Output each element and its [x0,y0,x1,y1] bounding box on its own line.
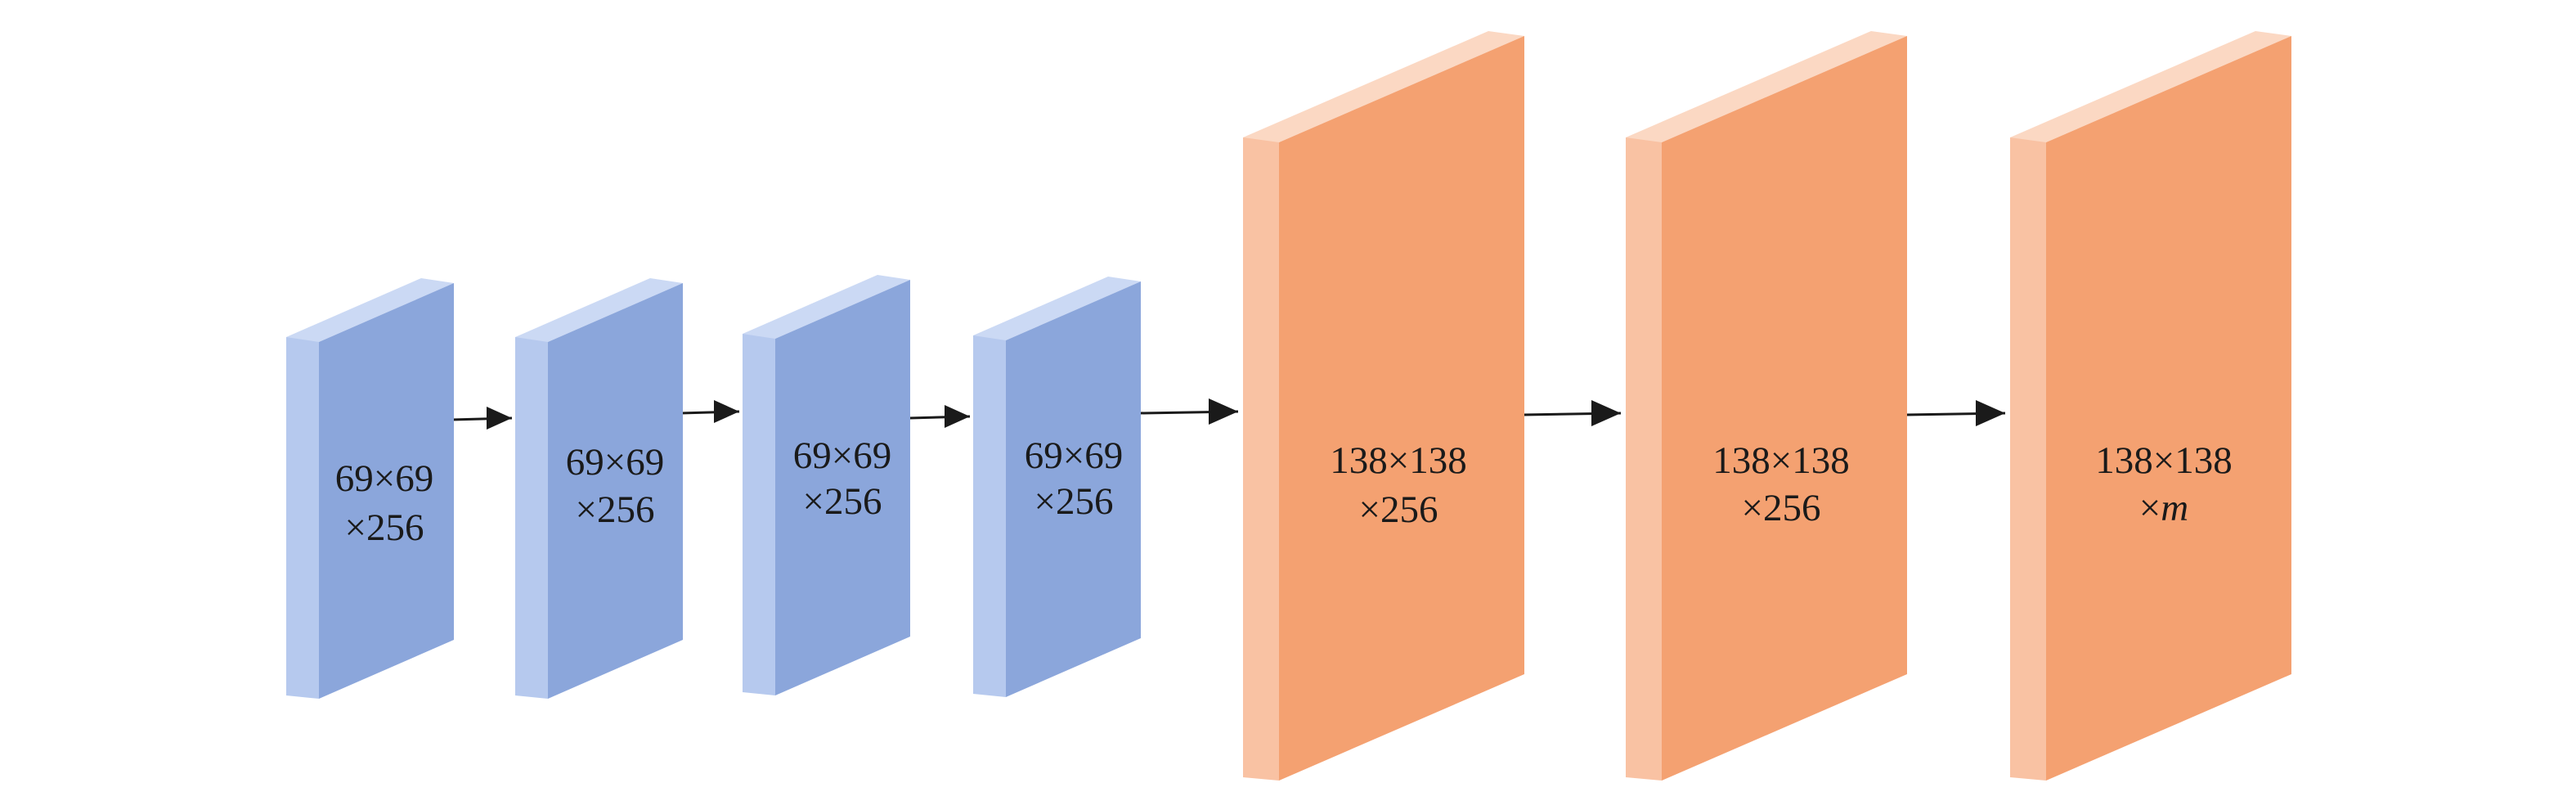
block-label-line2: ×256 [1741,487,1820,529]
block-side-face [1243,137,1279,781]
arrow-b6-b7-head [1976,400,2005,426]
block-label-line2: ×256 [344,506,424,549]
block-front-face [2046,36,2291,781]
block-label-line2: ×256 [575,488,654,531]
block-top-face [2010,31,2291,142]
block-label-line1: 69×69 [1025,434,1124,477]
block-top-face [1243,31,1524,142]
block-front-face [548,283,683,699]
layer-block-7: 138×138 ×m [2010,31,2291,781]
arrow-b2-b3-head [714,400,739,423]
block-side-face [973,335,1006,697]
arrow-b5-b6-head [1591,400,1621,426]
block-label-line2: ×256 [1034,480,1113,523]
layer-block-5: 138×138 ×256 [1243,31,1524,781]
block-label-line1: 138×138 [2095,439,2233,482]
block-front-face [1279,36,1524,781]
layer-block-3: 69×69×256 [743,275,910,695]
layer-block-2: 69×69×256 [515,278,683,699]
block-front-face [1006,281,1141,697]
arrow-b3-b4-head [945,405,970,428]
block-side-face [1626,137,1662,781]
block-side-face [743,334,775,695]
arrows [451,398,2006,430]
block-label-line1: 69×69 [335,457,434,500]
layer-block-4: 69×69×256 [973,277,1141,697]
arrow-b1-b2-head [487,407,512,430]
block-label-line2: ×256 [1358,488,1438,531]
block-label-line1: 69×69 [566,441,665,484]
block-top-face [286,278,454,342]
block-label-line2: ×m [2139,487,2188,529]
block-label-line2: ×256 [802,480,882,523]
layer-block-6: 138×138 ×256 [1626,31,1907,781]
blocks: 69×69×25669×69×25669×69×25669×69×256138×… [286,31,2291,781]
block-top-face [515,278,683,342]
block-side-face [515,337,548,699]
arrow-b4-b5-head [1209,398,1238,425]
block-side-face [286,337,319,699]
block-front-face [1662,36,1907,781]
block-front-face [775,280,910,695]
block-top-face [1626,31,1907,142]
block-label-line1: 138×138 [1330,439,1467,482]
block-front-face [319,283,454,699]
block-top-face [743,275,910,339]
block-side-face [2010,137,2046,781]
layer-block-1: 69×69 ×256 [286,278,454,699]
block-top-face [973,277,1141,340]
block-label-line1: 69×69 [793,434,892,477]
block-label-line1: 138×138 [1712,439,1850,482]
